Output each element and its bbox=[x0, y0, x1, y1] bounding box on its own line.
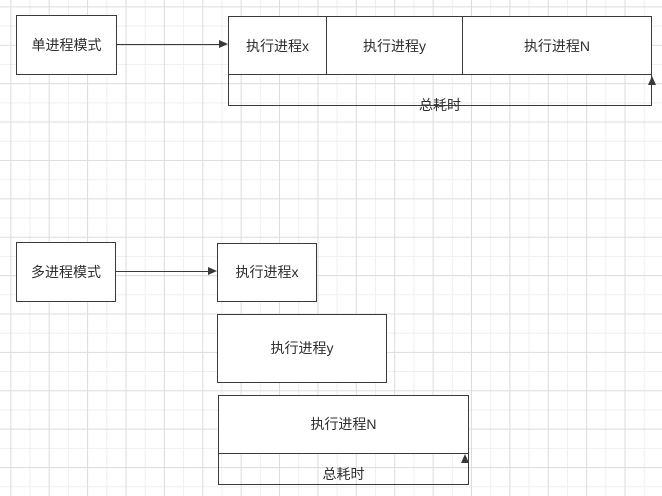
connector-multi-to-x[interactable] bbox=[116, 271, 208, 272]
process-label: 执行进程y bbox=[270, 340, 334, 356]
connector-single-to-row[interactable] bbox=[116, 44, 219, 45]
multi-mode-label: 多进程模式 bbox=[31, 263, 101, 280]
arrow-up-icon bbox=[461, 454, 469, 463]
multi-mode-box[interactable]: 多进程模式 bbox=[16, 242, 116, 302]
process-box-x-parallel[interactable]: 执行进程x bbox=[217, 243, 317, 302]
total-time-box-parallel[interactable]: 总耗时 bbox=[218, 454, 469, 485]
process-label: 执行进程x bbox=[235, 264, 299, 280]
single-mode-box[interactable]: 单进程模式 bbox=[16, 15, 117, 75]
process-box-y-serial[interactable]: 执行进程y bbox=[326, 17, 462, 74]
total-time-bracket-serial[interactable]: 总耗时 bbox=[228, 75, 656, 113]
sequential-process-row[interactable]: 执行进程x 执行进程y 执行进程N bbox=[228, 16, 652, 75]
arrow-right-icon bbox=[219, 40, 228, 48]
process-box-y-parallel[interactable]: 执行进程y bbox=[217, 314, 387, 383]
process-label: 执行进程N bbox=[310, 416, 377, 432]
process-box-n-serial[interactable]: 执行进程N bbox=[462, 17, 651, 74]
total-time-label-serial: 总耗时 bbox=[419, 97, 461, 113]
arrow-right-icon bbox=[208, 267, 217, 275]
total-time-label-parallel: 总耗时 bbox=[322, 466, 365, 482]
process-label: 执行进程y bbox=[363, 37, 426, 54]
arrow-up-icon bbox=[648, 76, 656, 85]
process-label: 执行进程N bbox=[523, 37, 591, 54]
process-label: 执行进程x bbox=[246, 37, 309, 54]
single-mode-label: 单进程模式 bbox=[31, 36, 102, 53]
process-box-x-serial[interactable]: 执行进程x bbox=[229, 17, 326, 74]
process-box-n-parallel[interactable]: 执行进程N bbox=[218, 395, 469, 454]
